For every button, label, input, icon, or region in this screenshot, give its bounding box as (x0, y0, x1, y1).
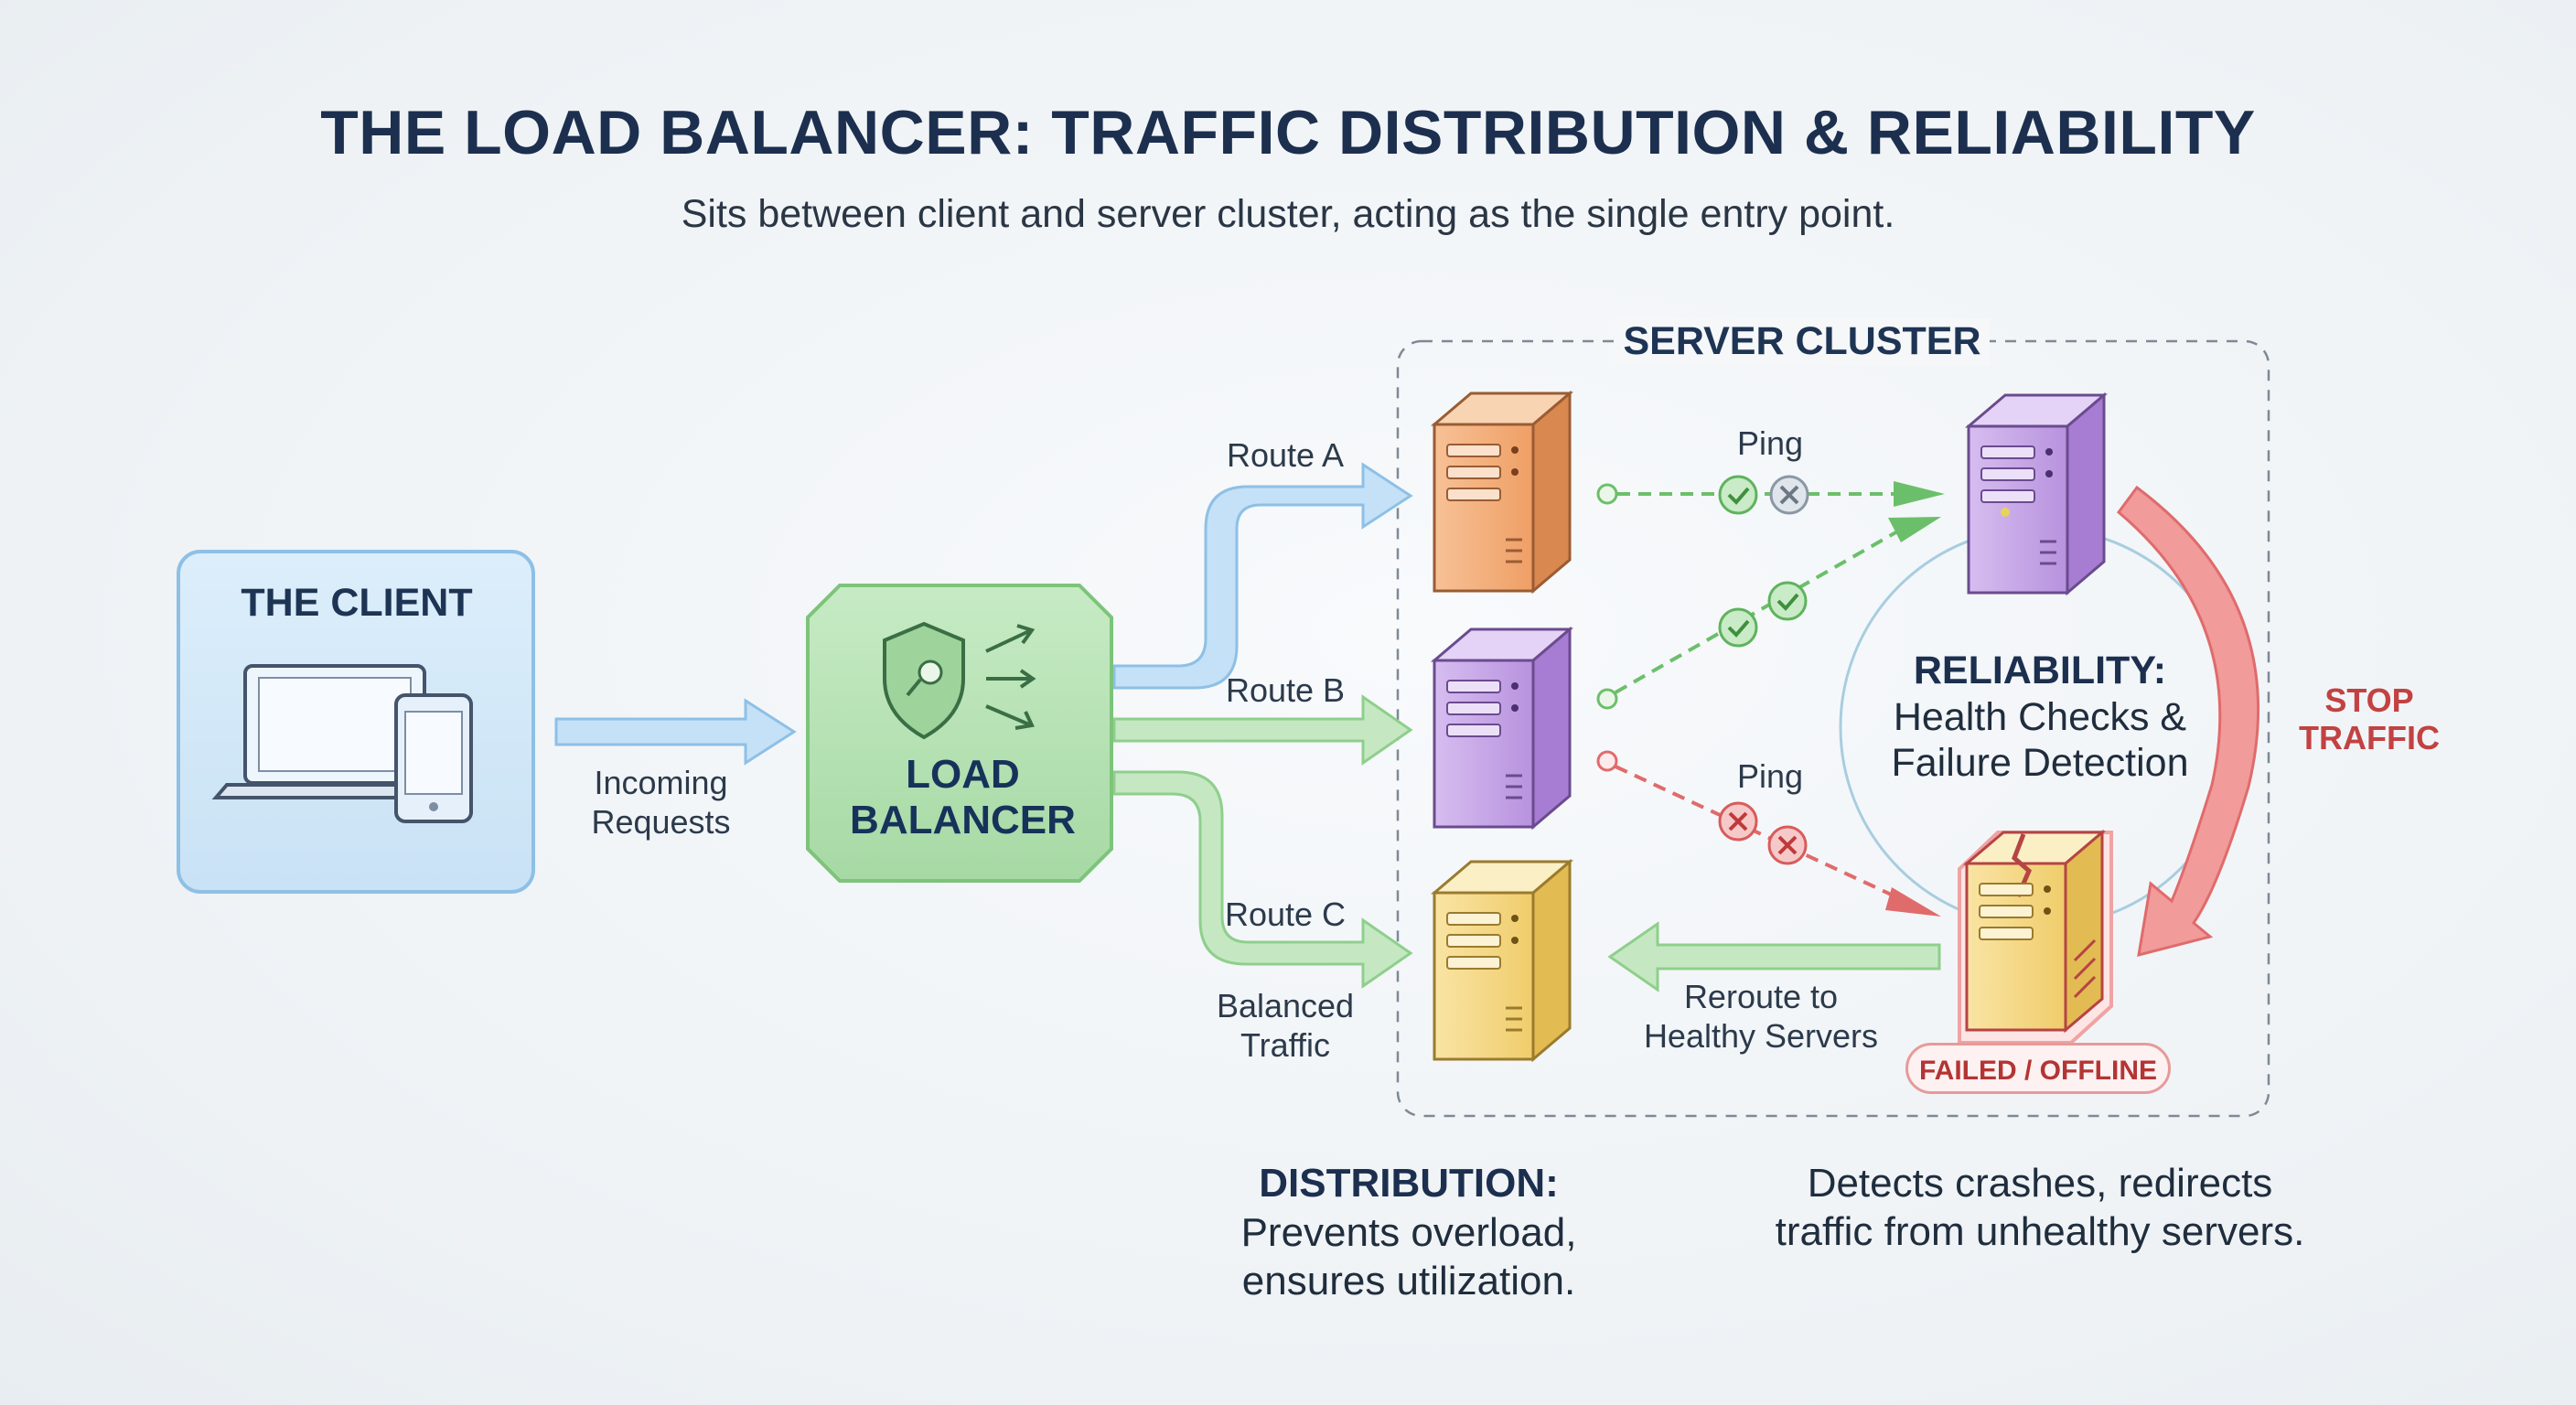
page-title: THE LOAD BALANCER: TRAFFIC DISTRIBUTION … (320, 98, 2256, 167)
balanced-traffic-label: Balanced Traffic (1216, 987, 1355, 1065)
ping-label-top: Ping (1736, 424, 1804, 462)
load-balancer-label: LOAD BALANCER (850, 752, 1076, 842)
server-purple (1430, 626, 1574, 831)
shield-key-icon (883, 621, 965, 740)
route-a-arrow (1112, 462, 1413, 690)
route-c-arrow (1112, 770, 1413, 989)
client-box (177, 550, 535, 894)
client-label: THE CLIENT (241, 581, 473, 625)
cross-icon (1769, 475, 1809, 515)
check-icon (1718, 607, 1758, 648)
phone-icon (394, 693, 473, 823)
reroute-label: Reroute to Healthy Servers (1643, 978, 1879, 1056)
reroute-arrow (1607, 921, 1941, 992)
page-subtitle: Sits between client and server cluster, … (681, 192, 1895, 236)
route-c-label: Route C (1224, 896, 1347, 933)
ping-line-middle (1596, 517, 1941, 710)
route-a-label: Route A (1226, 436, 1345, 474)
distribution-title: DISTRIBUTION: (1259, 1161, 1559, 1206)
reliability-body: Health Checks & Failure Detection (1891, 695, 2189, 785)
ping-label-bottom: Ping (1736, 757, 1804, 795)
load-balancer-box (806, 584, 1113, 883)
incoming-arrow (554, 698, 797, 766)
cross-icon (1767, 825, 1808, 865)
ping-line-failed (1596, 750, 1941, 917)
stop-traffic-label: STOP TRAFFIC (2299, 681, 2440, 757)
laptop-icon (211, 664, 462, 799)
server-cluster-title: SERVER CLUSTER (1615, 318, 1990, 366)
server-orange (1430, 390, 1574, 595)
server-failed (1958, 829, 2113, 1045)
server-purple-healthy (1964, 391, 2109, 596)
failed-offline-badge: FAILED / OFFLINE (1905, 1043, 2171, 1094)
distribute-arrows-icon (985, 624, 1036, 730)
distribution-body: Prevents overload, ensures utilization. (1240, 1210, 1577, 1303)
server-yellow (1430, 858, 1574, 1063)
route-b-arrow (1112, 694, 1413, 766)
route-b-label: Route B (1225, 671, 1346, 709)
cross-icon (1718, 801, 1758, 842)
reliability-title: RELIABILITY: (1913, 649, 2167, 692)
check-icon (1767, 581, 1808, 621)
stop-traffic-arrow (2116, 485, 2259, 958)
detect-crashes-text: Detects crashes, redirects traffic from … (1775, 1161, 2305, 1254)
ping-line-top (1596, 481, 1945, 507)
incoming-requests-label: Incoming Requests (591, 764, 731, 842)
check-icon (1718, 475, 1758, 515)
